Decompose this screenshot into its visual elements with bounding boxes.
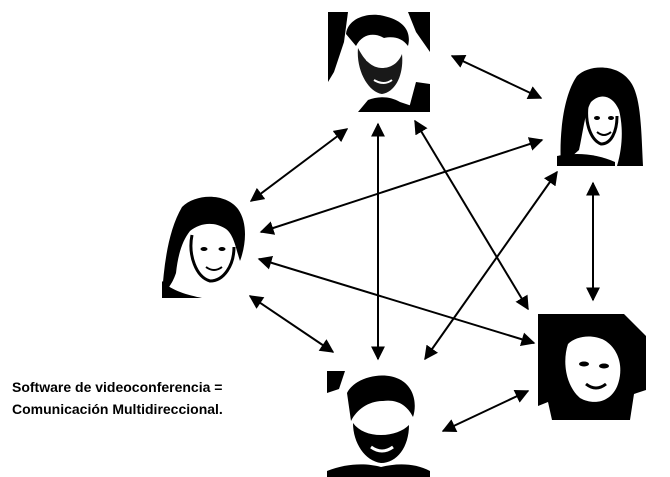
- caption: Software de videoconferencia = Comunicac…: [12, 376, 223, 420]
- participant-man-top: [328, 12, 430, 112]
- double-arrow-woman-top-right-man-bottom: [424, 170, 558, 361]
- caption-line-1: Software de videoconferencia =: [12, 379, 223, 395]
- connection-arrows: [248, 55, 600, 432]
- double-arrow-woman-left-woman-bottom-right: [257, 255, 536, 347]
- double-arrow-man-bottom-woman-bottom-right: [441, 390, 530, 432]
- participant-woman-bottom-right: [538, 314, 646, 420]
- double-arrow-man-top-woman-left: [249, 128, 349, 202]
- double-arrow-woman-top-right-woman-left: [259, 137, 544, 235]
- participant-man-bottom: [327, 371, 430, 477]
- double-arrow-woman-left-man-bottom: [248, 295, 335, 353]
- double-arrow-man-top-woman-top-right: [450, 55, 543, 99]
- participant-woman-top-right: [557, 66, 643, 166]
- caption-line-2: Comunicación Multidireccional.: [12, 401, 223, 417]
- participant-woman-left: [162, 195, 247, 298]
